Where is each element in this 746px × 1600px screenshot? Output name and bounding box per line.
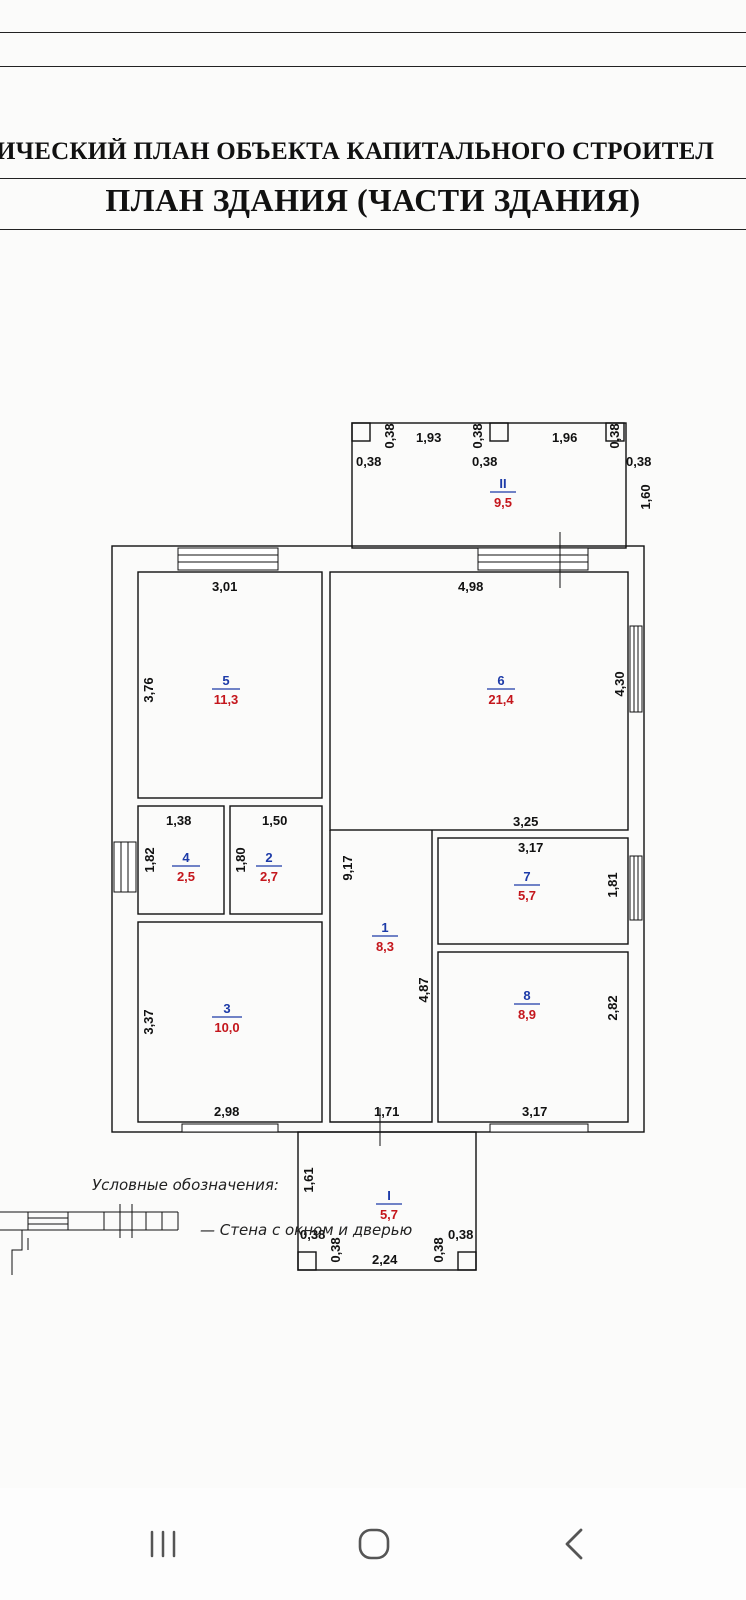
recent-apps-button[interactable] xyxy=(134,1516,194,1572)
room-8-number: 8 xyxy=(523,988,530,1003)
dim-room7-height: 1,81 xyxy=(605,872,620,897)
floor-plan: 5 11,3 6 21,4 4 2,5 2 2,7 1 8,3 3 10,0 7… xyxy=(0,422,653,1275)
dim-room5-height: 3,76 xyxy=(141,677,156,702)
room-3-area: 10,0 xyxy=(214,1020,239,1035)
window-right-upper xyxy=(629,625,643,713)
android-navigation-bar xyxy=(0,1488,746,1600)
room-5-outline xyxy=(137,571,323,799)
dim-room1-height: 9,17 xyxy=(340,855,355,880)
room-3-number: 3 xyxy=(223,1001,230,1016)
legend-wall-symbol xyxy=(0,1204,179,1275)
home-icon xyxy=(358,1528,390,1560)
dim-porch-top-038-f: 0,38 xyxy=(626,454,651,469)
dim-porch-top-196: 1,96 xyxy=(552,430,577,445)
home-button[interactable] xyxy=(344,1516,404,1572)
porch-I-area: 5,7 xyxy=(380,1207,398,1222)
window-right-lower xyxy=(629,855,643,921)
room-8-outline xyxy=(437,951,629,1123)
dim-porch-top-038-e: 0,38 xyxy=(607,423,622,448)
porch-I-number: I xyxy=(387,1188,391,1203)
room-8-area: 8,9 xyxy=(518,1007,536,1022)
room-1-area: 8,3 xyxy=(376,939,394,954)
room-3-outline xyxy=(137,921,323,1123)
room-7-area: 5,7 xyxy=(518,888,536,903)
dim-room7-top: 3,25 xyxy=(513,814,538,829)
dim-room4-height: 1,82 xyxy=(142,847,157,872)
room-5-number: 5 xyxy=(222,673,229,688)
dim-room8-width: 3,17 xyxy=(522,1104,547,1119)
room-2-number: 2 xyxy=(265,850,272,865)
dim-room1-width: 1,71 xyxy=(374,1104,399,1119)
dim-porch-bottom-038-a: 0,38 xyxy=(300,1227,325,1242)
document-title-line1: ИЧЕСКИЙ ПЛАН ОБЪЕКТА КАПИТАЛЬНОГО СТРОИТ… xyxy=(0,138,715,165)
window-bottom-right xyxy=(489,1123,589,1133)
room-4-area: 2,5 xyxy=(177,869,195,884)
room-5-area: 11,3 xyxy=(214,692,239,707)
document-page: ИЧЕСКИЙ ПЛАН ОБЪЕКТА КАПИТАЛЬНОГО СТРОИТ… xyxy=(0,32,746,1275)
legend-item-label: — Стена с окном и дверью xyxy=(200,1221,413,1239)
back-button[interactable] xyxy=(544,1516,604,1572)
dim-porch-top-038-b: 0,38 xyxy=(356,454,381,469)
window-top-right xyxy=(477,547,589,571)
dim-porch-bottom-224: 2,24 xyxy=(372,1252,398,1267)
room-4-number: 4 xyxy=(182,850,190,865)
room-7-number: 7 xyxy=(523,869,530,884)
dim-porch-bottom-038-d: 0,38 xyxy=(448,1227,473,1242)
dim-room2-height: 1,80 xyxy=(233,847,248,872)
dim-room7-width: 3,17 xyxy=(518,840,543,855)
porch-outline-bottom xyxy=(297,1131,477,1271)
dim-room6-width: 4,98 xyxy=(458,579,483,594)
dim-room6-height: 4,30 xyxy=(612,671,627,696)
dim-room3-width: 2,98 xyxy=(214,1104,239,1119)
window-left xyxy=(113,841,137,893)
dim-porch-top-160: 1,60 xyxy=(638,484,653,509)
dim-porch-bottom-161: 1,61 xyxy=(301,1167,316,1192)
room-1-outline xyxy=(329,830,433,1123)
room-6-area: 21,4 xyxy=(488,692,514,707)
recent-apps-icon xyxy=(150,1530,176,1558)
room-6-outline xyxy=(329,571,629,831)
room-2-area: 2,7 xyxy=(260,869,278,884)
dim-room5-width: 3,01 xyxy=(212,579,237,594)
dim-porch-top-038-c: 0,38 xyxy=(470,423,485,448)
window-top-left xyxy=(177,547,279,571)
porch-II-number: II xyxy=(499,476,506,491)
building-outer-wall xyxy=(111,545,645,1133)
dim-room1-inner: 4,87 xyxy=(416,977,431,1002)
room-7-outline xyxy=(437,837,629,945)
dim-room2-width: 1,50 xyxy=(262,813,287,828)
header-rule xyxy=(0,66,746,67)
document-title: ПЛАН ЗДАНИЯ (ЧАСТИ ЗДАНИЯ) xyxy=(105,182,641,218)
title-rule xyxy=(0,178,746,179)
dim-room8-height: 2,82 xyxy=(605,995,620,1020)
dim-room4-width: 1,38 xyxy=(166,813,191,828)
room-4-outline xyxy=(137,805,225,915)
dim-porch-top-038-d: 0,38 xyxy=(472,454,497,469)
room-1-number: 1 xyxy=(381,920,388,935)
window-bottom-left xyxy=(181,1123,279,1133)
dim-porch-top-193: 1,93 xyxy=(416,430,441,445)
porch-II-area: 9,5 xyxy=(494,495,512,510)
title-bottom-rule xyxy=(0,229,746,230)
room-2-outline xyxy=(229,805,323,915)
dim-porch-top-038-a: 0,38 xyxy=(382,423,397,448)
dim-room3-height: 3,37 xyxy=(141,1009,156,1034)
room-6-number: 6 xyxy=(497,673,504,688)
dim-porch-bottom-038-b: 0,38 xyxy=(328,1237,343,1262)
legend-title: Условные обозначения: xyxy=(92,1176,279,1194)
top-rule xyxy=(0,32,746,33)
back-icon xyxy=(565,1528,583,1560)
dim-porch-bottom-038-c: 0,38 xyxy=(431,1237,446,1262)
